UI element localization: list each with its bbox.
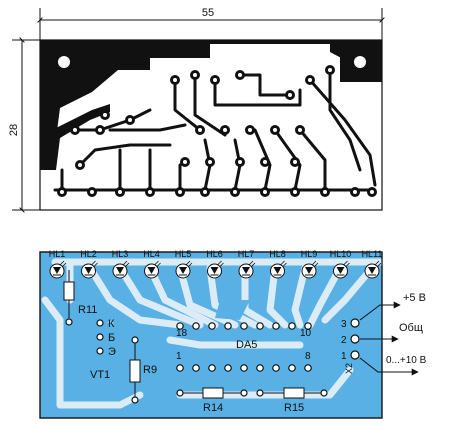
label-plus5v: +5 В bbox=[403, 292, 426, 304]
pin-e-label: Э bbox=[108, 346, 116, 358]
ic-pad bbox=[304, 364, 312, 372]
led-label-10: HL10 bbox=[330, 249, 352, 259]
led-11: HL11 bbox=[362, 249, 383, 279]
ic-pad bbox=[208, 364, 216, 372]
led-5: HL5 bbox=[175, 249, 193, 279]
dimension-height: 28 bbox=[8, 37, 40, 213]
led-label-11: HL11 bbox=[362, 249, 383, 259]
pin-b-label: Б bbox=[108, 332, 115, 344]
ic-pin-10: 10 bbox=[300, 328, 312, 339]
ic-pad bbox=[224, 322, 232, 330]
x2-pin-3: 3 bbox=[341, 319, 347, 330]
ic-pad bbox=[288, 322, 296, 330]
ic-pad bbox=[256, 364, 264, 372]
ic-pad bbox=[176, 322, 184, 330]
r15-label: R15 bbox=[284, 402, 304, 414]
ic-pad bbox=[240, 364, 248, 372]
connector-x2: 3 2 1 X2 bbox=[341, 318, 360, 374]
pin-k-label: К bbox=[108, 318, 115, 330]
led-1: HL1 bbox=[49, 249, 67, 279]
pcb-copper-view bbox=[39, 39, 383, 211]
dimension-width: 55 bbox=[37, 7, 385, 40]
led-label-8: HL8 bbox=[269, 249, 286, 259]
led-7: HL7 bbox=[238, 249, 256, 279]
led-6: HL6 bbox=[206, 249, 224, 279]
led-8: HL8 bbox=[269, 249, 287, 279]
x2-pin-1: 1 bbox=[341, 351, 347, 362]
ic-pad bbox=[272, 364, 280, 372]
ic-pin-8: 8 bbox=[305, 351, 311, 362]
label-signal: 0...+10 В bbox=[386, 355, 427, 366]
led-label-3: HL3 bbox=[112, 249, 129, 259]
connection-labels: +5 В Общ 0...+10 В bbox=[359, 292, 427, 376]
led-label-9: HL9 bbox=[301, 249, 318, 259]
r14-label: R14 bbox=[203, 402, 223, 414]
ic-pad bbox=[176, 364, 184, 372]
ic-pad bbox=[256, 322, 264, 330]
ic-pin-18: 18 bbox=[176, 328, 188, 339]
ic-pad bbox=[192, 364, 200, 372]
resistor-r11: R11 bbox=[63, 270, 97, 326]
r9-label: R9 bbox=[143, 364, 157, 376]
dimension-height-label: 28 bbox=[8, 124, 20, 136]
ic-pad bbox=[208, 322, 216, 330]
led-9: HL9 bbox=[301, 249, 319, 279]
vt1-label: VT1 bbox=[90, 369, 110, 381]
ic-da5-pads bbox=[176, 322, 312, 372]
resistor-r15: R15 bbox=[256, 387, 328, 414]
ic-pad bbox=[304, 322, 312, 330]
ic-pad bbox=[240, 322, 248, 330]
resistor-r9: R9 bbox=[129, 336, 157, 404]
r11-label: R11 bbox=[78, 304, 97, 316]
led-3: HL3 bbox=[112, 249, 130, 279]
led-label-5: HL5 bbox=[175, 249, 192, 259]
led-label-6: HL6 bbox=[206, 249, 223, 259]
x2-label: X2 bbox=[344, 363, 354, 374]
led-label-2: HL2 bbox=[80, 249, 97, 259]
da5-label: DA5 bbox=[236, 339, 257, 351]
ic-pin-1: 1 bbox=[176, 351, 182, 362]
label-common: Общ bbox=[399, 322, 423, 334]
led-label-4: HL4 bbox=[143, 249, 160, 259]
led-2: HL2 bbox=[80, 249, 98, 279]
ic-pad bbox=[288, 364, 296, 372]
led-4: HL4 bbox=[143, 249, 161, 279]
resistor-r14: R14 bbox=[176, 387, 248, 414]
dimension-width-label: 55 bbox=[202, 7, 214, 19]
ic-pad bbox=[224, 364, 232, 372]
led-label-7: HL7 bbox=[238, 249, 255, 259]
x2-pin-2: 2 bbox=[341, 335, 347, 346]
transistor-vt1: К Б Э VT1 bbox=[90, 318, 116, 381]
ic-pad bbox=[192, 322, 200, 330]
ic-pad bbox=[272, 322, 280, 330]
led-10: HL10 bbox=[330, 249, 352, 279]
led-label-1: HL1 bbox=[49, 249, 66, 259]
